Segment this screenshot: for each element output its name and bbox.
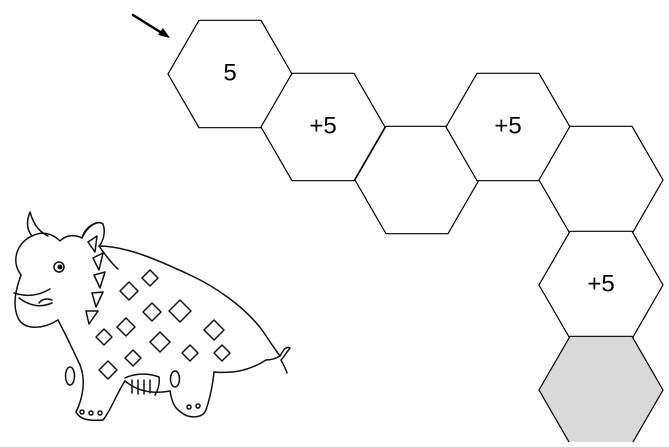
- hex-label: 5: [223, 59, 236, 86]
- arrow-right-down-icon: [131, 13, 170, 38]
- target-hex-shape: [538, 335, 664, 445]
- hex-label: +5: [494, 112, 521, 139]
- hex-cell: +5: [260, 72, 386, 182]
- hex-cell: +5: [538, 230, 664, 340]
- hex-label: +5: [309, 112, 336, 139]
- hex-label: +5: [587, 270, 614, 297]
- target-hex: [538, 335, 664, 445]
- hex-shape: [260, 72, 386, 182]
- triceratops-line-drawing-icon: [13, 211, 291, 422]
- hex-cell: 5: [167, 19, 293, 129]
- hex-cell: +5: [445, 72, 571, 182]
- hex-path: 5 +5 +5 +5: [167, 19, 664, 445]
